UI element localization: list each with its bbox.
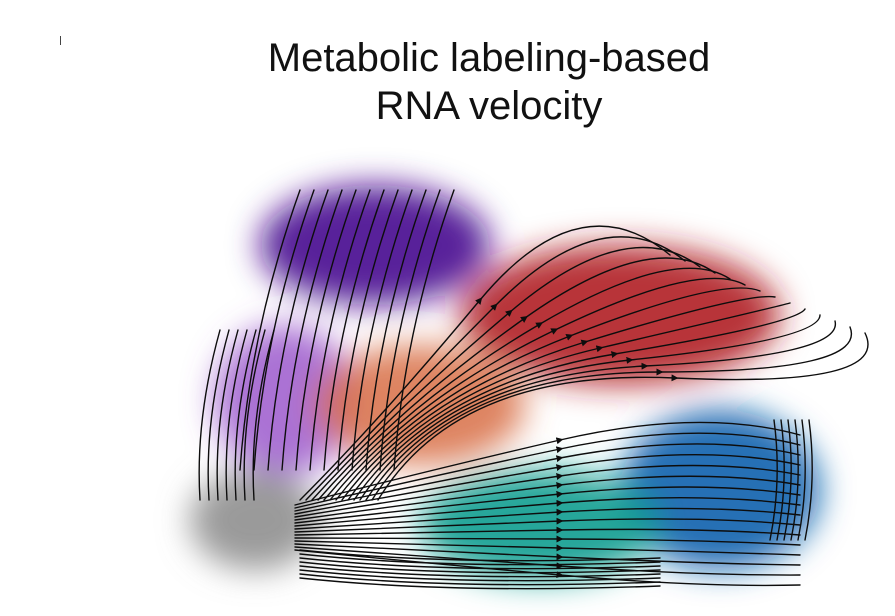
streamline bbox=[365, 189, 427, 471]
cluster-lavender bbox=[215, 325, 355, 475]
streamline bbox=[337, 189, 399, 471]
streamline bbox=[294, 421, 801, 506]
cluster-gray bbox=[190, 470, 320, 570]
figure-title: Metabolic labeling-based RNA velocity bbox=[0, 34, 895, 130]
streamline bbox=[299, 565, 661, 578]
streamline bbox=[295, 189, 357, 471]
streamline bbox=[294, 535, 801, 546]
streamline bbox=[299, 557, 661, 570]
streamline bbox=[252, 329, 275, 501]
cluster-purple bbox=[260, 185, 490, 305]
corner-tick-mark bbox=[60, 36, 61, 45]
streamline bbox=[359, 314, 821, 501]
streamline bbox=[239, 189, 301, 471]
streamline bbox=[377, 332, 869, 501]
streamline bbox=[225, 329, 248, 501]
streamline bbox=[234, 329, 257, 501]
streamline bbox=[783, 419, 792, 541]
title-line-2: RNA velocity bbox=[375, 84, 603, 128]
streamline bbox=[305, 236, 686, 501]
streamline bbox=[379, 189, 441, 471]
streamline bbox=[776, 419, 785, 541]
streamline bbox=[335, 287, 761, 501]
streamline bbox=[797, 419, 806, 541]
streamline bbox=[294, 526, 801, 536]
streamline bbox=[294, 464, 801, 518]
streamlines bbox=[198, 189, 869, 590]
streamline bbox=[317, 257, 716, 501]
streamline bbox=[804, 419, 813, 541]
streamline bbox=[323, 189, 385, 471]
streamline bbox=[351, 189, 413, 471]
streamline bbox=[294, 543, 801, 566]
streamline bbox=[281, 189, 343, 471]
streamline bbox=[299, 225, 671, 501]
streamline bbox=[294, 486, 801, 524]
streamline bbox=[294, 497, 801, 527]
streamline bbox=[294, 507, 801, 530]
streamline bbox=[769, 419, 778, 541]
streamline bbox=[267, 189, 329, 471]
streamline bbox=[294, 549, 801, 587]
streamline bbox=[294, 540, 801, 556]
streamline bbox=[243, 329, 266, 501]
streamline bbox=[294, 517, 801, 533]
streamline bbox=[299, 577, 661, 590]
streamline bbox=[323, 267, 731, 501]
streamline bbox=[294, 546, 801, 576]
streamline bbox=[365, 320, 836, 501]
streamline bbox=[309, 189, 371, 471]
streamline bbox=[299, 569, 661, 582]
streamline bbox=[299, 561, 661, 574]
streamline bbox=[294, 475, 801, 521]
streamline bbox=[299, 573, 661, 586]
streamline bbox=[207, 329, 230, 501]
streamline bbox=[216, 329, 239, 501]
streamline bbox=[371, 326, 853, 501]
streamline bbox=[353, 308, 806, 501]
streamline bbox=[393, 189, 455, 471]
streamline bbox=[198, 329, 221, 501]
streamline bbox=[299, 549, 661, 562]
title-line-1: Metabolic labeling-based bbox=[267, 36, 711, 80]
streamline bbox=[299, 553, 661, 566]
streamline bbox=[311, 246, 701, 501]
streamline bbox=[790, 419, 799, 541]
streamline bbox=[347, 302, 791, 501]
streamline bbox=[294, 443, 801, 512]
cluster-red bbox=[460, 245, 780, 385]
streamline bbox=[341, 295, 776, 501]
